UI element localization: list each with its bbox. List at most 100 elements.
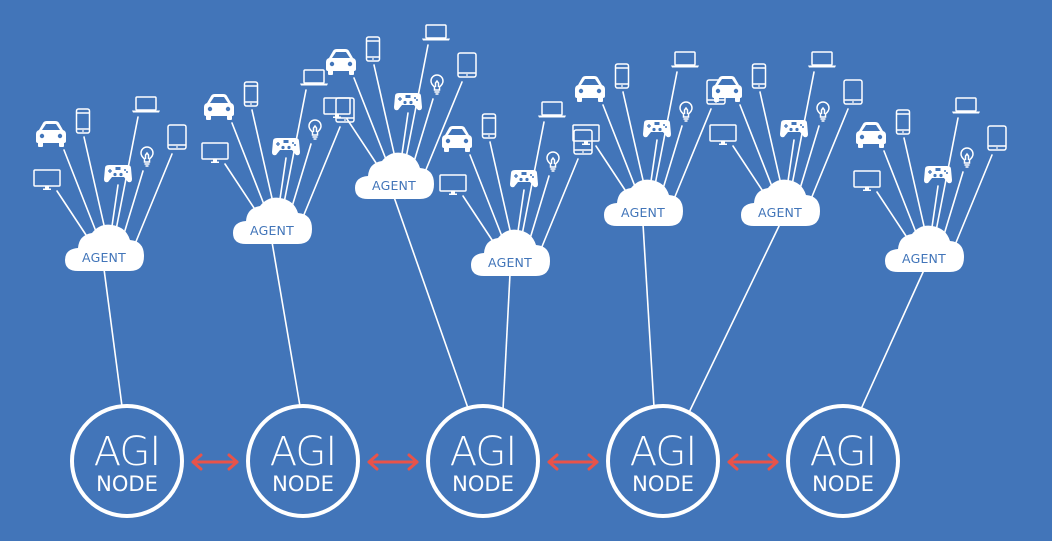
phone-icon: [243, 81, 259, 107]
agent-to-node-link: [642, 223, 655, 407]
bidirectional-arrow-icon: [191, 453, 239, 471]
agent-cluster: AGENT: [572, 51, 726, 226]
phone-icon: [614, 63, 630, 89]
monitor-icon: [853, 170, 881, 191]
device-link: [278, 157, 287, 207]
laptop-icon: [132, 96, 160, 113]
bidirectional-arrow-icon: [727, 453, 779, 471]
cloud-icon: [741, 179, 820, 226]
monitor-icon: [33, 169, 61, 190]
laptop-icon: [671, 51, 699, 68]
agent-label: AGENT: [488, 255, 532, 270]
lightbulb-icon: [960, 147, 974, 168]
device-link: [462, 195, 497, 247]
agent-cluster: AGENT: [33, 96, 187, 271]
node-arrows: [191, 453, 779, 471]
agent-to-node-link: [393, 196, 469, 409]
device-link: [786, 139, 795, 189]
device-link: [353, 77, 388, 163]
device-link: [224, 163, 259, 215]
agent-cloud[interactable]: AGENT: [65, 224, 144, 271]
gamepad-icon: [780, 120, 808, 138]
monitor-icon: [201, 142, 229, 163]
node-subtitle: NODE: [96, 472, 158, 496]
agent-cluster: AGENT: [439, 101, 593, 276]
agent-clusters: AGENT AGENT AGENT AGENT AGENT AGENT AGENT: [33, 24, 1007, 276]
device-link: [83, 136, 107, 235]
car-icon: [575, 76, 605, 102]
device-link: [516, 189, 525, 239]
car-icon: [442, 126, 472, 152]
cloud-icon: [471, 229, 550, 276]
tablet-icon: [335, 97, 355, 123]
laptop-icon: [538, 101, 566, 118]
monitor-icon: [572, 124, 600, 145]
tablet-icon: [167, 124, 187, 150]
device-link: [346, 118, 381, 170]
laptop-icon: [300, 69, 328, 86]
monitor-icon: [323, 97, 351, 118]
device-link: [134, 153, 173, 245]
agent-to-node-link: [271, 241, 301, 407]
lightbulb-icon: [140, 146, 154, 167]
cloud-icon: [355, 152, 434, 199]
gamepad-icon: [104, 165, 132, 183]
node-title: AGI: [94, 429, 160, 475]
agent-to-node-link: [860, 269, 925, 410]
cloud-icon: [604, 179, 683, 226]
agent-cloud[interactable]: AGENT: [885, 225, 964, 272]
car-icon: [204, 94, 234, 120]
agent-cloud[interactable]: AGENT: [741, 179, 820, 226]
bidirectional-arrow-icon: [367, 453, 419, 471]
laptop-icon: [808, 51, 836, 68]
agent-cluster: AGENT: [709, 51, 863, 226]
node-subtitle: NODE: [452, 472, 514, 496]
lightbulb-icon: [308, 119, 322, 140]
agent-label: AGENT: [758, 205, 802, 220]
device-link: [231, 122, 266, 208]
agent-cloud[interactable]: AGENT: [471, 229, 550, 276]
laptop-icon: [422, 24, 450, 41]
agent-label: AGENT: [902, 251, 946, 266]
device-link: [942, 171, 964, 239]
agent-cloud[interactable]: AGENT: [355, 152, 434, 199]
phone-icon: [895, 109, 911, 135]
device-link: [883, 150, 918, 236]
device-link: [540, 158, 579, 250]
tablet-icon: [573, 129, 593, 155]
device-link: [302, 126, 341, 218]
bidirectional-arrow-icon: [547, 453, 599, 471]
phone-icon: [751, 63, 767, 89]
device-link: [489, 141, 513, 240]
car-icon: [326, 49, 356, 75]
tablet-icon: [987, 125, 1007, 151]
cloud-icon: [65, 224, 144, 271]
laptop-icon: [952, 97, 980, 114]
node-subtitle: NODE: [812, 472, 874, 496]
agent-to-node-link: [103, 268, 123, 407]
monitor-icon: [439, 174, 467, 195]
device-link: [469, 154, 504, 240]
tablet-icon: [843, 79, 863, 105]
agent-cloud[interactable]: AGENT: [604, 179, 683, 226]
lightbulb-icon: [816, 101, 830, 122]
tablet-icon: [457, 52, 477, 78]
node-title: AGI: [630, 429, 696, 475]
monitor-icon: [709, 124, 737, 145]
agent-cloud[interactable]: AGENT: [233, 197, 312, 244]
car-icon: [36, 121, 66, 147]
cloud-icon: [233, 197, 312, 244]
cloud-icon: [885, 225, 964, 272]
device-link: [954, 154, 993, 246]
device-link: [412, 98, 434, 166]
device-link: [290, 143, 312, 211]
device-link: [595, 145, 630, 197]
phone-icon: [481, 113, 497, 139]
